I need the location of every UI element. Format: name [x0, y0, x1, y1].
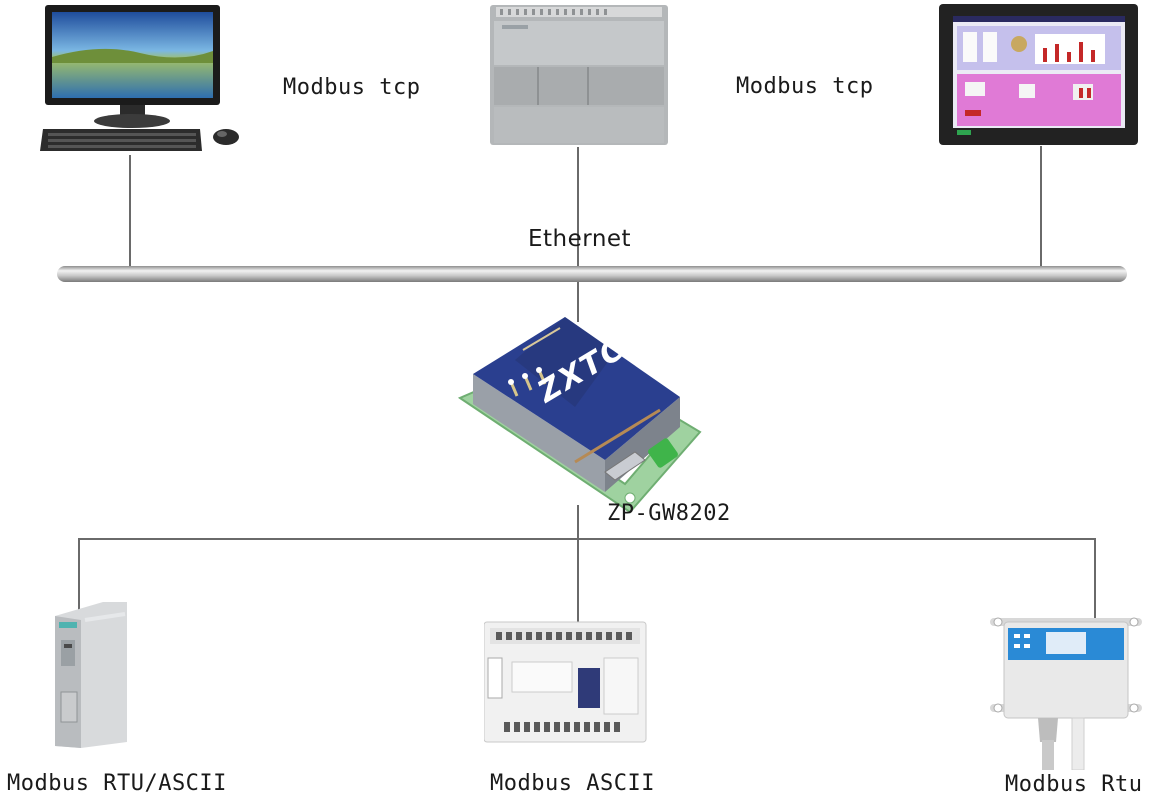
gateway-model-label: ZP-GW8202	[607, 501, 731, 526]
bottom-right-protocol-label: Modbus Rtu	[1005, 772, 1143, 797]
top-left-protocol-label: Modbus tcp	[283, 75, 421, 100]
gateway-device-icon	[455, 312, 705, 517]
compact-plc-icon	[483, 618, 648, 748]
gateway-serial-link	[577, 505, 579, 632]
bottom-left-protocol-label: Modbus RTU/ASCII	[7, 771, 227, 796]
sensor-transmitter-icon	[988, 612, 1146, 771]
plc-controller-icon	[490, 5, 670, 147]
left-device-serial-link	[78, 538, 80, 618]
servo-drive-icon	[55, 600, 131, 750]
serial-bus	[78, 538, 1096, 540]
top-right-protocol-label: Modbus tcp	[736, 74, 874, 99]
right-device-serial-link	[1094, 538, 1096, 620]
bottom-center-protocol-label: Modbus ASCII	[490, 771, 655, 796]
plc-ethernet-link	[577, 147, 579, 267]
ethernet-bus	[57, 266, 1127, 282]
ethernet-label: Ethernet	[528, 226, 632, 252]
gateway-ethernet-link	[577, 282, 579, 322]
hmi-ethernet-link	[1040, 146, 1042, 267]
hmi-touch-panel-icon	[939, 4, 1139, 146]
computer-icon	[40, 5, 250, 155]
computer-ethernet-link	[129, 155, 131, 267]
